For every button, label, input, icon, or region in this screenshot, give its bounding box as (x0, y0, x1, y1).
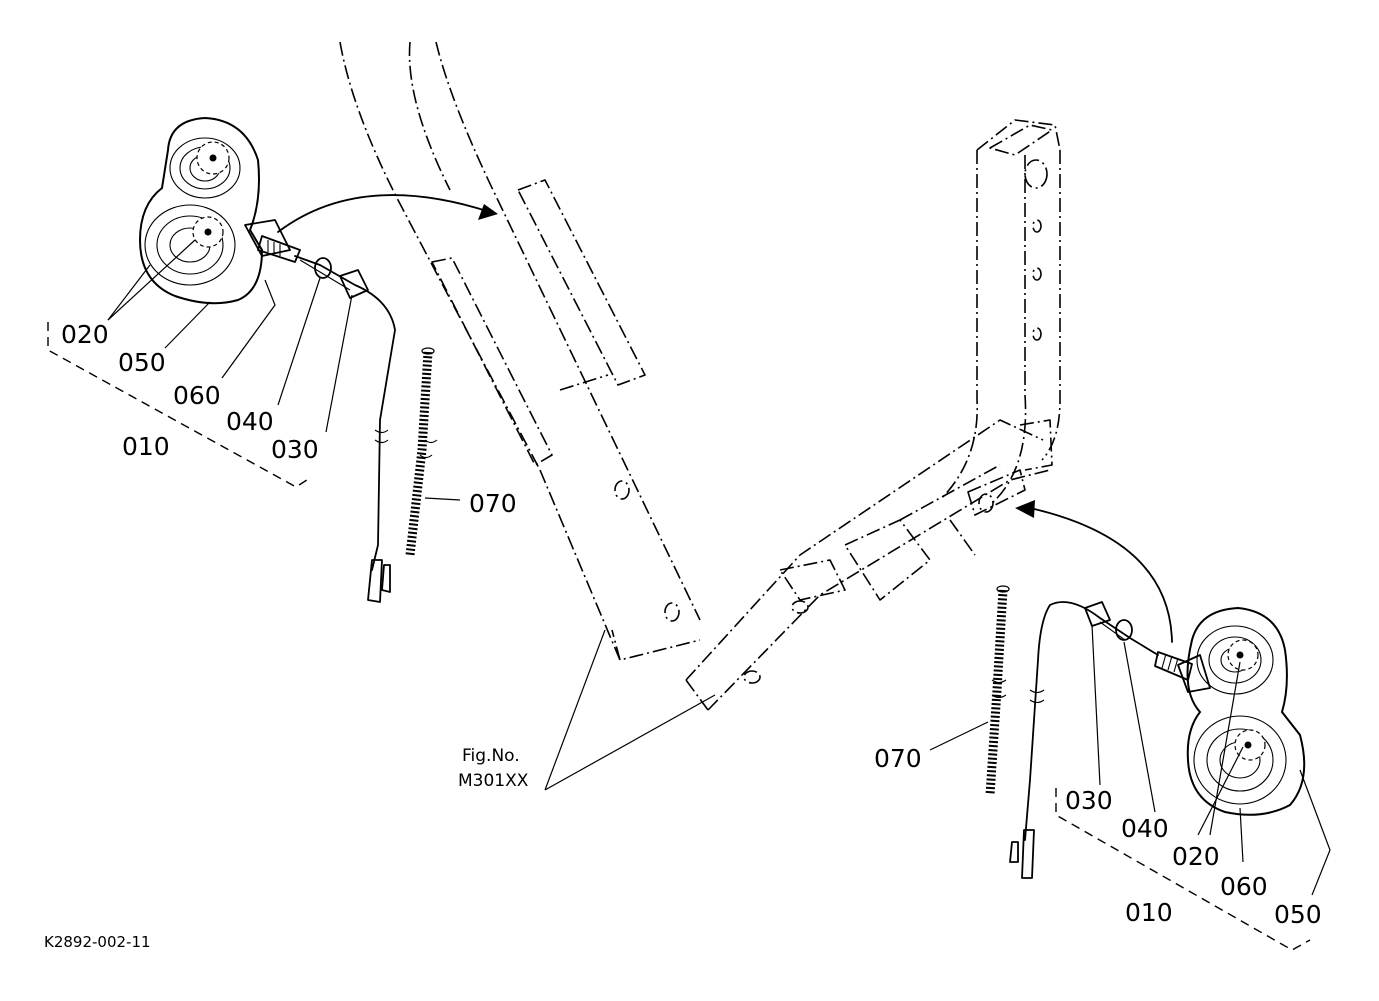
label-left-020: 020 (61, 320, 109, 349)
label-right-030: 030 (1065, 786, 1113, 815)
right-lamp-assembly (985, 500, 1306, 879)
label-right-070: 070 (874, 744, 922, 773)
left-grommet-040 (314, 257, 332, 279)
label-right-020: 020 (1172, 842, 1220, 871)
label-left-040: 040 (226, 407, 274, 436)
left-part-labels: 020 050 060 040 030 010 070 (61, 320, 517, 518)
tractor-frame (339, 41, 1061, 711)
label-right-060: 060 (1220, 872, 1268, 901)
left-grommet-030 (339, 269, 369, 299)
label-left-070: 070 (469, 489, 517, 518)
label-right-050: 050 (1274, 900, 1322, 929)
drawing-code: K2892-002-11 (44, 933, 151, 951)
left-corrugated-tube (405, 351, 433, 556)
label-right-010: 010 (1125, 898, 1173, 927)
left-lamp-housing (138, 116, 264, 305)
left-lamp-assembly (138, 116, 498, 603)
label-left-010: 010 (122, 432, 170, 461)
right-corrugated-tube (985, 589, 1008, 796)
right-grommet-030 (1084, 601, 1111, 627)
right-part-labels: 070 030 040 020 060 050 010 (874, 744, 1322, 929)
right-leader-lines (929, 624, 1331, 951)
label-right-040: 040 (1121, 814, 1169, 843)
right-grommet-040 (1115, 619, 1133, 641)
right-lamp-housing (1186, 606, 1306, 816)
left-leader-lines (47, 239, 461, 501)
label-left-060: 060 (173, 381, 221, 410)
fig-ref-label: M301XX (458, 771, 529, 791)
label-left-030: 030 (271, 435, 319, 464)
label-left-050: 050 (118, 348, 166, 377)
fig-no-label: Fig.No. (462, 746, 520, 766)
fig-leader-lines (544, 629, 716, 791)
